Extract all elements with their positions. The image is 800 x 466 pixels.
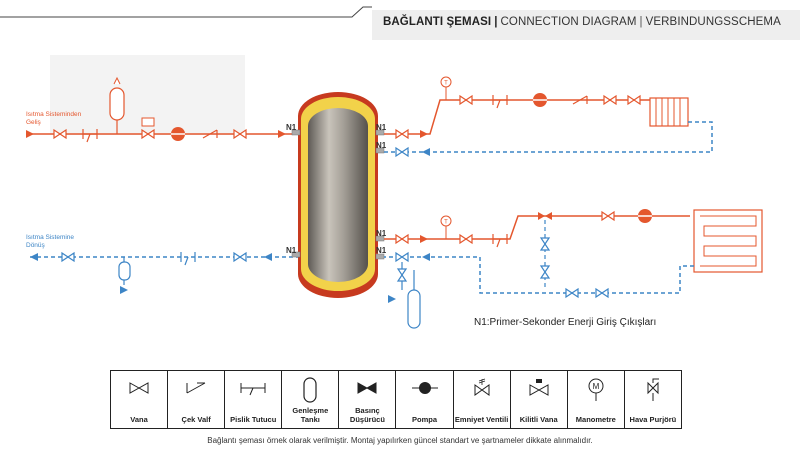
legend-cell: Hava Purjörü (625, 371, 681, 428)
n1-note: N1:Primer-Sekonder Enerji Giriş Çıkışlar… (474, 317, 657, 328)
check-valve-icon (186, 382, 206, 394)
safety-valve-icon (474, 378, 490, 396)
n1-label-lower-out: N1 (376, 229, 387, 238)
title-en: CONNECTION DIAGRAM (500, 16, 637, 28)
legend-cell: Çek Valf (168, 371, 226, 428)
manometer-icon: M (588, 378, 604, 401)
n1-label-upper-out: N1 (376, 123, 387, 132)
pressure-reducer-icon (357, 382, 377, 394)
floor-heating-coil (693, 209, 763, 273)
header-band (372, 10, 800, 40)
legend-cell: Vana (111, 371, 169, 428)
air-vent-icon (647, 378, 659, 401)
title-de: VERBINDUNGSSCHEMA (645, 16, 781, 28)
n1-label-return-out: N1 (286, 246, 297, 255)
footer-disclaimer: Bağlantı şeması örnek olarak verilmiştir… (207, 436, 593, 445)
storage-tank (291, 92, 385, 298)
legend-label: Vana (130, 415, 148, 424)
expansion-tank-icon (303, 377, 317, 403)
legend-cell: Pislik Tutucu (225, 371, 283, 428)
legend-label: Genleşme Tankı (292, 406, 329, 424)
legend-label: Basınç Düşürücü (349, 406, 385, 424)
supply-inlet-line (26, 76, 300, 143)
legend-cell: Basınç Düşürücü (339, 371, 397, 428)
legend-cell: Pompa (396, 371, 454, 428)
legend-label: Pompa (412, 415, 438, 424)
legend-cell: Emniyet Ventili (454, 371, 511, 428)
valve-icon (129, 382, 149, 394)
lower-heating-circuit (384, 208, 763, 329)
page-title: BAĞLANTI ŞEMASI|CONNECTION DIAGRAM|VERBI… (383, 16, 781, 28)
strainer-icon (240, 383, 266, 396)
supply-inlet-label: Isıtma Sisteminden Geliş (26, 111, 82, 126)
legend-label: Hava Purjörü (629, 415, 677, 424)
legend-cell: Genleşme Tankı (282, 371, 340, 428)
legend-label: Manometre (575, 415, 616, 424)
legend-cell: Kilitli Vana (511, 371, 568, 428)
locked-valve-icon (529, 379, 549, 396)
legend-cell: M Manometre (568, 371, 625, 428)
legend-label: Pislik Tutucu (230, 415, 277, 424)
pump-icon (411, 382, 438, 394)
radiator (649, 97, 689, 127)
n1-label-lower-return: N1 (376, 246, 387, 255)
legend-label: Çek Valf (181, 415, 211, 424)
title-tr: BAĞLANTI ŞEMASI (383, 16, 492, 28)
upper-heating-circuit (384, 76, 713, 157)
legend-label: Kilitli Vana (519, 415, 558, 424)
return-outlet-label: Isıtma Sistemine Dönüş (26, 234, 75, 249)
legend-table: Vana Çek Valf Pislik Tutucu Genleşme Tan… (110, 370, 682, 429)
return-outlet-line (30, 251, 300, 294)
legend-label: Emniyet Ventili (454, 415, 509, 424)
manometer-letter: M (592, 382, 599, 391)
n1-label-supply-in: N1 (286, 123, 297, 132)
header-divider-line (0, 6, 372, 18)
n1-label-upper-return: N1 (376, 141, 387, 150)
